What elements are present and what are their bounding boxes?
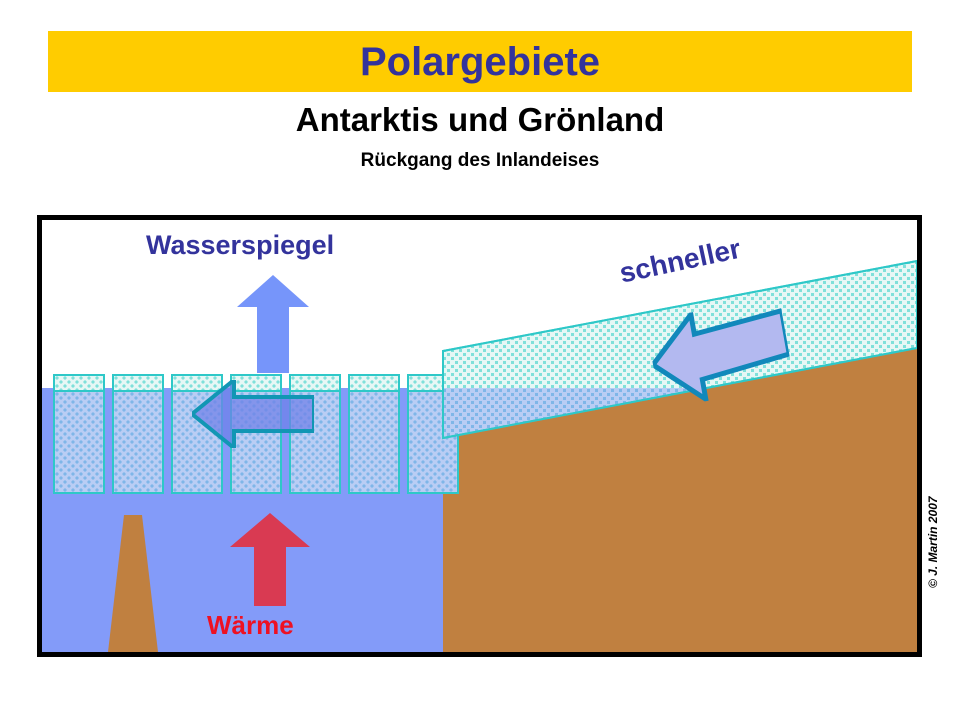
underwater-seamount-icon [108,515,158,652]
diagram-frame: Wasserspiegel Wärme schneller [37,215,922,657]
ice-floe [112,374,164,494]
title-banner [48,31,912,92]
ice-floe-submerged [53,390,105,494]
ice-sheet-flow-arrow [649,307,793,405]
ice-floe [348,374,400,494]
page-title: Polargebiete [359,40,601,84]
ice-floe [53,374,105,494]
ice-floe-submerged [112,390,164,494]
copyright-notice: © J. Martin 2007 [926,496,940,588]
page-subsubtitle: Rückgang des Inlandeises [360,150,600,171]
heat-arrow [230,513,310,606]
diagram-scene: Wasserspiegel Wärme schneller [42,220,917,652]
ice-floe-submerged [407,390,459,494]
page-subtitle: Antarktis und Grönland [295,101,665,138]
sea-level-rise-arrow [237,275,309,373]
heat-label: Wärme [207,610,294,640]
ice-floe-submerged [348,390,400,494]
sea-level-label: Wasserspiegel [146,230,335,260]
bedrock-landmass [443,348,917,652]
inland-ice-sheet [442,259,917,440]
ice-floe-drift-arrow [192,380,314,448]
